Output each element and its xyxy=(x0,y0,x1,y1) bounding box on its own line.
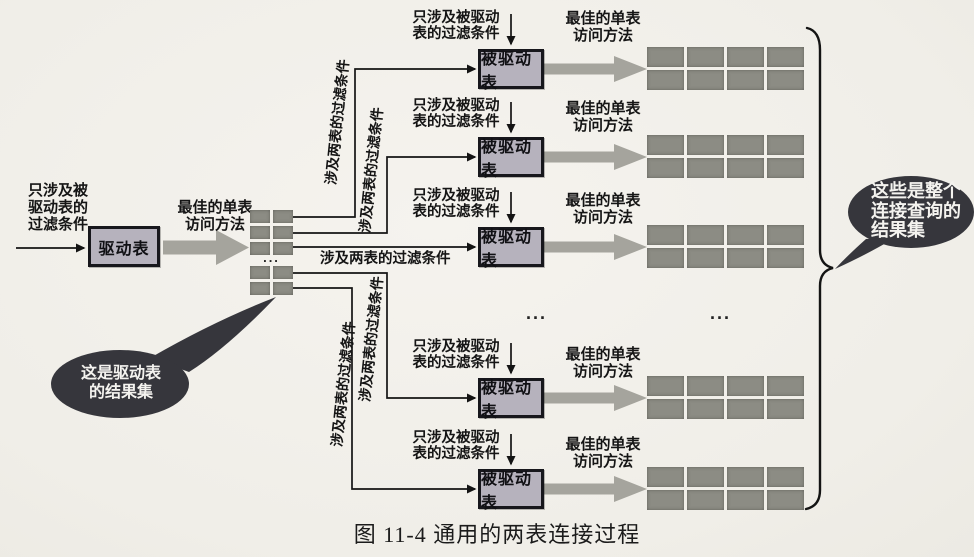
best-access-label-4: 最佳的单表 访问方法 xyxy=(565,346,641,380)
result-cell xyxy=(767,47,804,67)
result-cell xyxy=(687,135,724,155)
access-arrow-4 xyxy=(544,385,647,411)
join-filter-arrow-1 xyxy=(293,64,477,218)
result-brace xyxy=(804,26,834,511)
result-cell xyxy=(647,225,684,245)
result-cell xyxy=(767,248,804,268)
result-cell xyxy=(687,376,724,396)
result-cell xyxy=(687,490,724,510)
result-cell xyxy=(647,70,684,90)
result-cell xyxy=(250,242,270,255)
result-cell xyxy=(767,70,804,90)
join-result-grid-4 xyxy=(647,376,804,419)
driven-filter-label-2: 只涉及被驱动 表的过滤条件 xyxy=(412,98,500,130)
result-cell xyxy=(767,399,804,419)
result-cell xyxy=(727,47,764,67)
result-cell xyxy=(250,226,270,239)
result-cell xyxy=(767,135,804,155)
access-arrow-2 xyxy=(544,144,647,170)
join-result-grid-3 xyxy=(647,225,804,268)
result-cell xyxy=(687,158,724,178)
driving-filter-label: 只涉及被 驱动表的 过滤条件 xyxy=(27,182,88,233)
best-access-label-5: 最佳的单表 访问方法 xyxy=(565,436,641,470)
join-result-grid-5 xyxy=(647,467,804,510)
access-arrow-5 xyxy=(544,476,647,502)
join-filter-arrow-5 xyxy=(293,287,477,494)
result-cell xyxy=(687,399,724,419)
driving-result-callout-bubble xyxy=(51,350,189,418)
figure-caption: 图 11-4 通用的两表连接过程 xyxy=(353,522,641,547)
driven-filter-label-4: 只涉及被驱动 表的过滤条件 xyxy=(412,339,500,371)
driven-table-node-4: 被驱动表 xyxy=(478,378,544,421)
result-cell xyxy=(727,467,764,487)
access-arrow-3 xyxy=(544,234,647,260)
result-cell xyxy=(687,70,724,90)
result-cell xyxy=(727,248,764,268)
result-cell xyxy=(767,225,804,245)
result-cell xyxy=(727,399,764,419)
driven-table-node-3: 被驱动表 xyxy=(478,227,544,270)
result-cell xyxy=(273,226,293,239)
result-cell xyxy=(647,376,684,396)
best-access-label-2: 最佳的单表 访问方法 xyxy=(565,100,641,134)
result-cell xyxy=(273,242,293,255)
join-result-grid-2 xyxy=(647,135,804,178)
best-access-label-driving: 最佳的单表 访问方法 xyxy=(177,199,253,233)
driving-result-ellipsis: ... xyxy=(263,250,280,265)
driving-table-node: 驱动表 xyxy=(88,226,160,267)
driving-result-grid-top xyxy=(250,210,293,255)
join-result-grid-1 xyxy=(647,47,804,90)
result-cell xyxy=(767,490,804,510)
result-cell xyxy=(687,248,724,268)
result-cell xyxy=(647,490,684,510)
result-cell xyxy=(727,376,764,396)
driven-table-node-2: 被驱动表 xyxy=(478,137,544,180)
result-cell xyxy=(250,266,270,279)
result-cell xyxy=(727,158,764,178)
driving-result-callout-tail xyxy=(150,297,276,372)
join-result-callout-tail xyxy=(835,237,896,269)
driven-filter-label-3: 只涉及被驱动 表的过滤条件 xyxy=(412,188,500,220)
result-cell xyxy=(727,70,764,90)
access-arrow-driving xyxy=(163,230,249,265)
result-cell xyxy=(647,135,684,155)
driving-result-callout-text: 这是驱动表 的结果集 xyxy=(80,365,161,401)
result-cell xyxy=(647,248,684,268)
result-cell xyxy=(727,135,764,155)
result-cell xyxy=(273,210,293,223)
result-cell xyxy=(647,158,684,178)
result-cell xyxy=(647,467,684,487)
join-result-callout-text: 这些是整个 连接查询的 结果集 xyxy=(871,181,961,240)
driven-column-ellipsis: ... xyxy=(526,303,548,323)
result-cell xyxy=(687,47,724,67)
result-cell xyxy=(273,266,293,279)
driven-table-node-1: 被驱动表 xyxy=(478,49,544,92)
result-cell xyxy=(767,376,804,396)
result-cell xyxy=(647,47,684,67)
result-cell xyxy=(767,467,804,487)
result-cell xyxy=(273,282,293,295)
join-filter-arrow-4 xyxy=(293,272,477,403)
result-cell xyxy=(727,490,764,510)
driving-result-grid-bottom xyxy=(250,266,293,295)
access-arrow-1 xyxy=(544,56,647,82)
result-cell xyxy=(647,399,684,419)
result-cell xyxy=(727,225,764,245)
result-cell xyxy=(687,225,724,245)
driven-table-node-5: 被驱动表 xyxy=(478,469,544,512)
result-cell xyxy=(687,467,724,487)
join-filter-arrow-2 xyxy=(293,152,477,234)
result-cell xyxy=(250,210,270,223)
two-table-filter-label-horizontal: 涉及两表的过滤条件 xyxy=(320,251,451,267)
result-column-ellipsis: ... xyxy=(710,303,732,323)
result-cell xyxy=(767,158,804,178)
driven-filter-label-1: 只涉及被驱动 表的过滤条件 xyxy=(412,10,500,42)
best-access-label-3: 最佳的单表 访问方法 xyxy=(565,192,641,226)
result-cell xyxy=(250,282,270,295)
driven-filter-label-5: 只涉及被驱动 表的过滤条件 xyxy=(412,430,500,462)
best-access-label-1: 最佳的单表 访问方法 xyxy=(565,10,641,44)
join-result-callout-bubble xyxy=(848,176,974,248)
